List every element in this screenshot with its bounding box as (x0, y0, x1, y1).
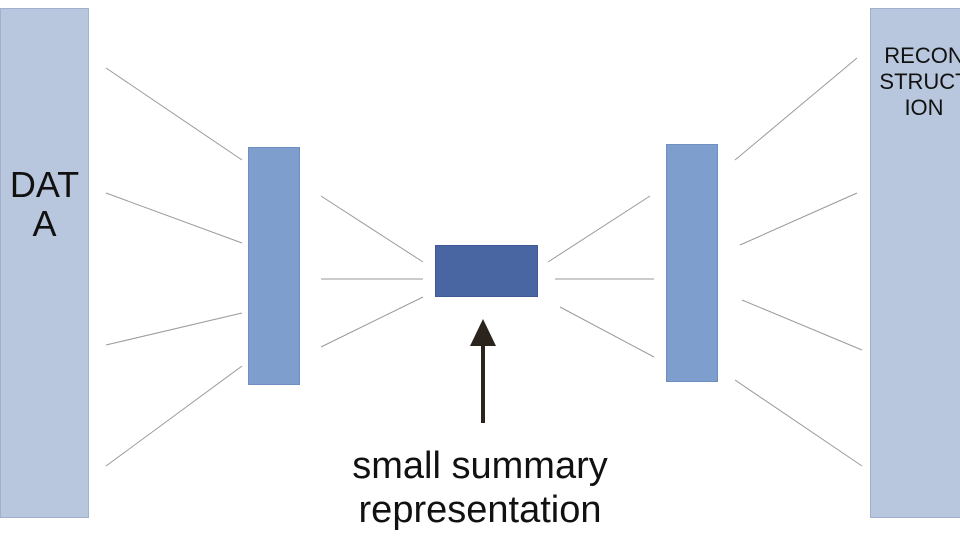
code-layer (435, 245, 538, 297)
connector-line (105, 67, 243, 161)
caption: small summary representation (300, 444, 660, 532)
connector-line (734, 57, 858, 161)
connector-line (741, 299, 863, 351)
caption-line-1: small summary (352, 445, 608, 487)
connector-line (105, 312, 243, 346)
connector-line (547, 195, 651, 263)
data-block (0, 8, 89, 518)
decoder-layer (666, 144, 718, 382)
arrow (470, 319, 496, 423)
connector-line (559, 306, 655, 358)
reconstruction-block (870, 8, 960, 518)
arrow-head (470, 319, 496, 346)
connector-line (739, 192, 858, 246)
connector-line (320, 296, 424, 348)
encoder-layer (248, 147, 300, 385)
connector-line (734, 379, 863, 467)
connector-line (320, 195, 424, 263)
data-label: DATA (9, 164, 80, 244)
reconstruction-label: RECONSTRUCTION (879, 43, 960, 121)
caption-line-2: representation (358, 489, 602, 531)
connector-line (105, 365, 243, 467)
connector-line (105, 192, 243, 244)
